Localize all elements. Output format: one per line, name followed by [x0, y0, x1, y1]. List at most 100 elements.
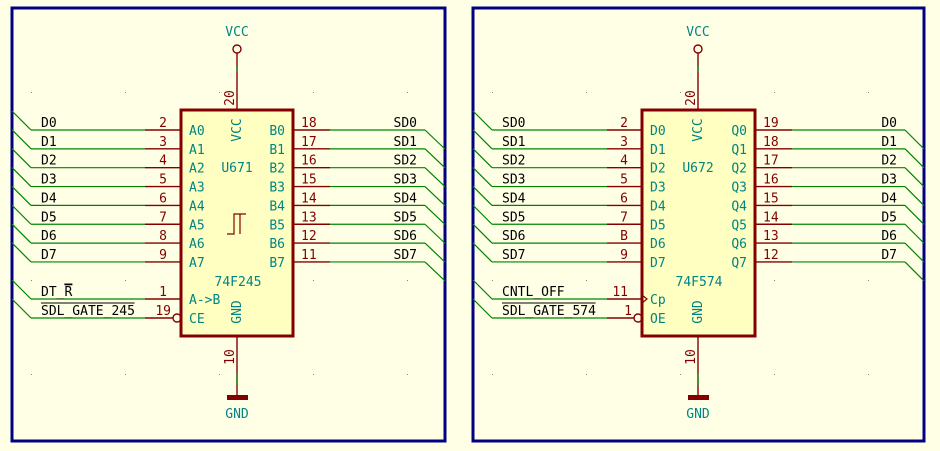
pin-number: 9 [159, 248, 167, 263]
bus-entry [11, 185, 32, 206]
net-label: SD7 [502, 248, 525, 263]
net-label: SD1 [394, 135, 417, 150]
bus-entry [11, 279, 32, 300]
pin-number: 6 [159, 191, 167, 206]
bus-entry [472, 242, 493, 263]
vcc-power-symbol [693, 44, 703, 54]
pin-number: 1 [159, 285, 167, 300]
pin-number: 6 [620, 191, 628, 206]
net-label-text: CNTL_OFF [502, 285, 565, 300]
vcc-power-symbol [232, 44, 242, 54]
grid-dot [313, 374, 314, 375]
net-label: SD1 [502, 135, 525, 150]
pin-name: Q0 [731, 124, 747, 139]
pin-name: B0 [269, 124, 285, 139]
grid-dot [868, 280, 869, 281]
pin-number: 11 [301, 248, 317, 263]
pin-number: 13 [301, 210, 317, 225]
grid-dot [219, 92, 220, 93]
pin-name: A3 [189, 181, 205, 196]
bus-entry [472, 279, 493, 300]
net-label: D7 [41, 248, 57, 263]
pin-number: B [620, 229, 628, 244]
bus-entry [424, 242, 446, 263]
grid-dot [492, 280, 493, 281]
pin-name: B6 [269, 237, 285, 252]
pin-number: 9 [620, 248, 628, 263]
net-label: SD4 [394, 191, 418, 206]
net-label-text: DT_ [41, 285, 65, 300]
net-label: D7 [881, 248, 897, 263]
bus-entry [424, 148, 446, 169]
bus-entry [472, 148, 493, 169]
pin-name: D7 [650, 256, 666, 271]
net-label: D4 [41, 191, 57, 206]
pin-name: D6 [650, 237, 666, 252]
pin-name: Cp [650, 293, 666, 308]
net-label: CNTL_OFF [502, 285, 565, 300]
pin-number: 5 [620, 173, 628, 188]
pin-name: Q5 [731, 218, 747, 233]
net-label: D3 [881, 173, 897, 188]
gnd-pin-name: GND [691, 300, 706, 324]
bus-entry [904, 261, 925, 282]
vcc-power-label: VCC [686, 25, 709, 40]
net-label: D4 [881, 191, 897, 206]
gnd-power-label: GND [686, 407, 710, 422]
pin-name: D2 [650, 162, 666, 177]
grid-dot [31, 92, 32, 93]
pin-number: 18 [763, 135, 779, 150]
net-label: SD6 [502, 229, 525, 244]
net-label: D0 [881, 116, 897, 131]
net-label: SD5 [502, 210, 525, 225]
gnd-power-symbol [227, 395, 248, 400]
pin-number: 15 [763, 191, 779, 206]
pin-name: A6 [189, 237, 205, 252]
left-pin-row: SD7 9D7 [472, 242, 666, 271]
grid-dot [125, 280, 126, 281]
grid-dot [407, 92, 408, 93]
bus-entry [904, 242, 925, 263]
net-label: SDL_GATE_574 [502, 304, 596, 319]
grid-dot [313, 280, 314, 281]
gnd-pin-number: 10 [223, 349, 238, 365]
pin-name: D3 [650, 181, 666, 196]
net-label: SD5 [394, 210, 417, 225]
net-label: SD6 [394, 229, 417, 244]
net-label: D1 [41, 135, 57, 150]
vcc-pin-number: 20 [223, 90, 238, 106]
pin-name: B3 [269, 181, 285, 196]
bus-entry [424, 204, 446, 225]
net-label: SD0 [502, 116, 525, 131]
grid-dot [313, 92, 314, 93]
bus-entry [904, 223, 925, 244]
pin-name: B1 [269, 143, 285, 158]
pin-name: A0 [189, 124, 205, 139]
grid-dot [774, 374, 775, 375]
net-label: SD4 [502, 191, 526, 206]
pin-number: 11 [612, 285, 628, 300]
pin-name: Q2 [731, 162, 747, 177]
net-label: D2 [41, 154, 57, 169]
grid-dot [868, 374, 869, 375]
pin-number: 12 [301, 229, 317, 244]
pin-number: 2 [159, 116, 167, 131]
net-label: D1 [881, 135, 897, 150]
pin-name: Q6 [731, 237, 747, 252]
